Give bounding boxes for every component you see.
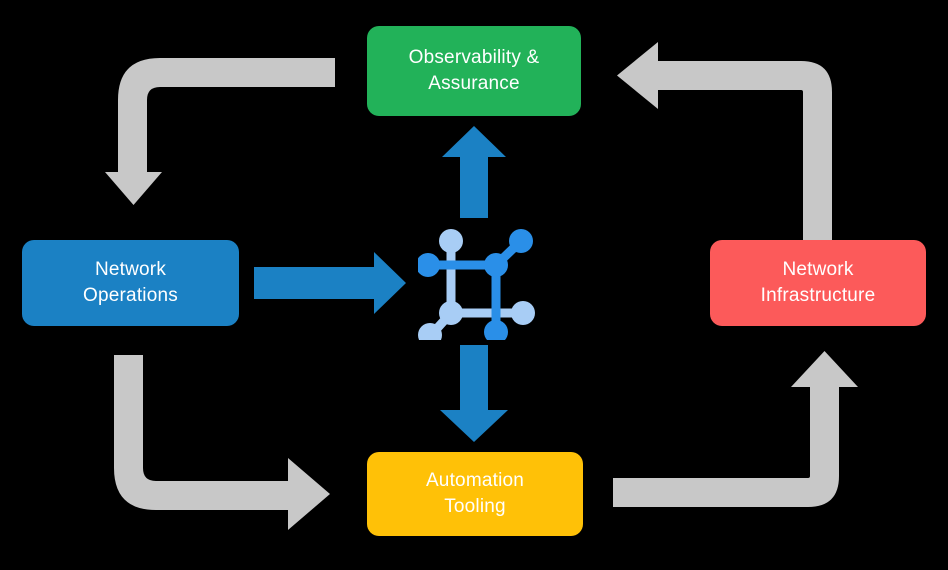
node-observability-and-assurance[interactable]: Observability & Assurance bbox=[367, 26, 581, 116]
node-network-operations[interactable]: Network Operations bbox=[22, 240, 239, 326]
connector-automation-to-infrastructure bbox=[613, 351, 858, 507]
connector-infrastructure-to-observability bbox=[617, 42, 832, 246]
connector-ops-to-automation bbox=[114, 355, 330, 530]
node-network-infrastructure[interactable]: Network Infrastructure bbox=[710, 240, 926, 326]
network-graph-icon bbox=[418, 229, 535, 340]
connector-center-to-automation bbox=[440, 345, 508, 442]
connector-ops-to-center bbox=[254, 252, 406, 314]
connector-center-to-observability bbox=[442, 126, 506, 218]
node-automation-tooling[interactable]: Automation Tooling bbox=[367, 452, 583, 536]
connector-observability-to-ops bbox=[105, 58, 335, 205]
